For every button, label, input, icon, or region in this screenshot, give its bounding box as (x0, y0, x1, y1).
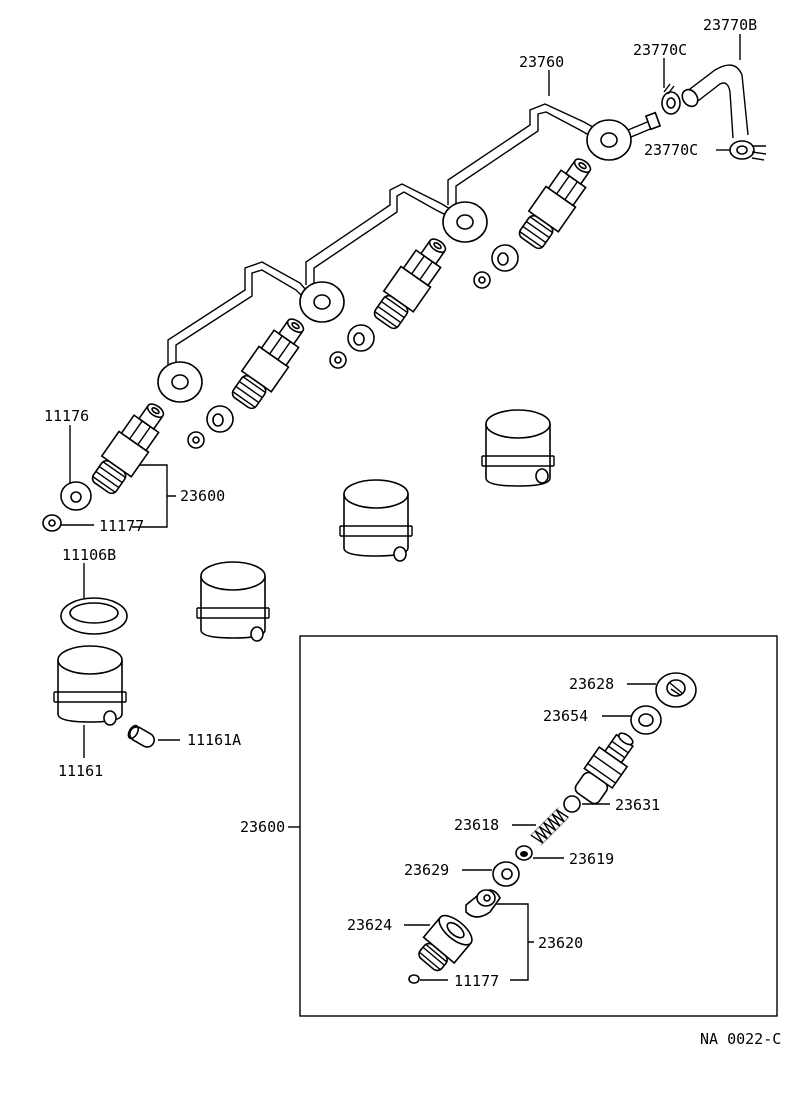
label-23628: 23628 (569, 675, 614, 693)
label-23618: 23618 (454, 816, 499, 834)
label-23770C-top: 23770C (633, 41, 687, 59)
leader-lines (60, 34, 741, 981)
return-hose (681, 64, 749, 139)
nozzle-leakage-pipe (157, 103, 662, 403)
label-11161A: 11161A (187, 731, 241, 749)
box-seat-washer (408, 974, 420, 984)
label-23654: 23654 (543, 707, 588, 725)
label-23770B: 23770B (703, 16, 757, 34)
nozzle-seats (42, 244, 519, 532)
nozzle-retaining-nut (418, 914, 473, 972)
chamber-insert-c (196, 561, 270, 642)
label-11177-left: 11177 (99, 517, 144, 535)
label-11161: 11161 (58, 762, 103, 780)
label-11177-box: 11177 (454, 972, 499, 990)
label-23620: 23620 (538, 934, 583, 952)
straight-pin-spacer (492, 861, 520, 887)
label-23600-box: 23600 (240, 818, 285, 836)
label-23619: 23619 (569, 850, 614, 868)
nozzle-holder-washer (630, 705, 662, 735)
label-23600-left: 23600 (180, 487, 225, 505)
label-23624: 23624 (347, 916, 392, 934)
nozzle-tip (465, 889, 501, 918)
label-23631: 23631 (615, 796, 660, 814)
pressure-pin (563, 795, 581, 813)
injection-nozzle-3 (373, 238, 447, 330)
spring-seat (515, 845, 533, 861)
label-23629: 23629 (404, 861, 449, 879)
label-23770C-right: 23770C (644, 141, 698, 159)
label-11176: 11176 (44, 407, 89, 425)
insert-pin (127, 724, 155, 748)
label-11106B: 11106B (62, 546, 116, 564)
insert-gasket (60, 597, 128, 635)
chamber-insert-b (339, 479, 413, 562)
injection-nozzle-4 (518, 158, 592, 250)
nozzle-holder-body (574, 732, 634, 805)
injection-nozzle-1 (91, 403, 165, 495)
injection-nozzle-2 (231, 318, 305, 410)
hose-clamp-top (661, 83, 681, 115)
label-23760: 23760 (519, 53, 564, 71)
hose-clamp-bottom (729, 140, 767, 161)
pressure-spring (530, 807, 569, 846)
nozzle-holder-nut (655, 672, 697, 708)
chamber-insert-a (481, 409, 555, 487)
exploded-view-frame (299, 635, 778, 1017)
diagram-code: NA 0022-C (700, 1030, 781, 1048)
chamber-insert-d (53, 645, 127, 726)
